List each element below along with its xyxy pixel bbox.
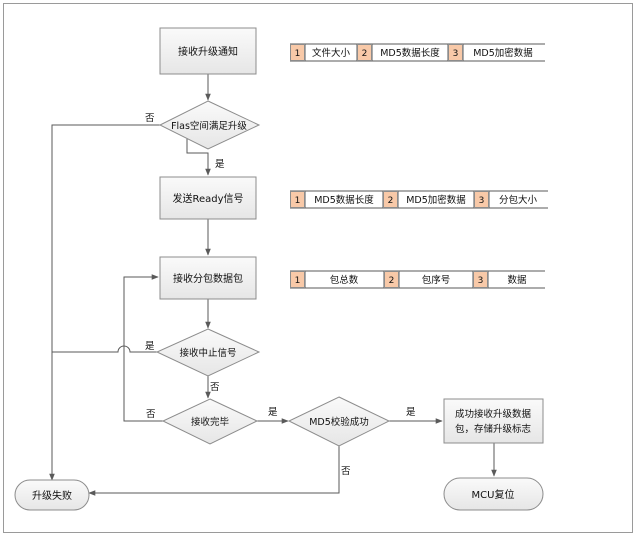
frame-packet-num-3: 3 [478, 276, 484, 286]
frame-packet-label-2: 包序号 [422, 274, 451, 286]
label-md5-yes: 是 [406, 407, 416, 418]
decision-md5-check[interactable]: MD5校验成功 [287, 396, 391, 447]
connectors [49, 74, 497, 496]
frame-packet-label-1: 包总数 [330, 274, 359, 286]
diagram-border [3, 3, 633, 533]
label-abort-no: 否 [210, 382, 220, 393]
frame-notice-num-2: 2 [362, 49, 368, 59]
frame-notice-num-1: 1 [295, 49, 301, 59]
frame-notice-num-3: 3 [453, 49, 459, 59]
edge-labels: 否 是 是 否 否 是 是 否 [145, 113, 416, 477]
frame-notice-field-2: 2 MD5数据长度 [357, 44, 440, 61]
edge-done-loop [123, 274, 163, 422]
label-done-yes: 是 [268, 407, 278, 418]
frame-packet-field-2: 2 包序号 [384, 271, 451, 288]
terminal-fail[interactable]: 升级失败 [14, 479, 90, 511]
edge-flash-ready [186, 138, 211, 176]
frame-notice-label-2: MD5数据长度 [380, 47, 440, 59]
label-abort-yes: 是 [145, 341, 155, 352]
frame-ready-label-3: 分包大小 [499, 194, 538, 206]
decision-flash-space[interactable]: Flas空间满足升级 [158, 100, 261, 150]
frame-notice-label-3: MD5加密数据 [473, 47, 533, 59]
frame-ready-field-1: 1 MD5数据长度 [290, 191, 374, 208]
decision-flash-space-label: Flas空间满足升级 [171, 120, 247, 132]
frame-packet-field-3: 3 数据 [473, 271, 527, 288]
decision-receive-done-label: 接收完毕 [191, 416, 230, 428]
frame-packet-label-3: 数据 [507, 274, 527, 286]
box-receive-notice[interactable]: 接收升级通知 [159, 27, 257, 75]
frame-packet-num-1: 1 [295, 276, 301, 286]
frame-packet: 1 包总数 2 包序号 3 数据 [290, 270, 545, 289]
frame-notice-field-3: 3 MD5加密数据 [448, 44, 533, 61]
frame-ready-label-2: MD5加密数据 [406, 194, 466, 206]
terminal-mcu-reset-label: MCU复位 [472, 488, 515, 501]
decision-abort-signal[interactable]: 接收中止信号 [155, 328, 261, 377]
box-send-ready[interactable]: 发送Ready信号 [159, 176, 257, 220]
box-success-line1: 成功接收升级数据 [455, 408, 532, 420]
frame-packet-field-1: 1 包总数 [290, 271, 359, 288]
frame-ready-num-2: 2 [388, 196, 394, 206]
frame-notice-field-1: 1 文件大小 [290, 44, 351, 61]
label-done-no: 否 [146, 409, 156, 420]
label-md5-no: 否 [341, 466, 351, 477]
box-success-line2: 包，存储升级标志 [455, 423, 531, 435]
frame-ready-num-3: 3 [479, 196, 485, 206]
edge-flash-fail [49, 124, 162, 481]
box-send-ready-label: 发送Ready信号 [172, 192, 243, 205]
frame-notice-label-1: 文件大小 [312, 47, 351, 59]
frame-ready-field-3: 3 分包大小 [474, 191, 538, 208]
terminal-mcu-reset[interactable]: MCU复位 [443, 477, 544, 511]
label-flash-yes: 是 [215, 159, 225, 170]
box-receive-packet[interactable]: 接收分包数据包 [159, 256, 257, 300]
frame-notice: 1 文件大小 2 MD5数据长度 3 MD5加密数据 [290, 43, 545, 62]
decision-abort-signal-label: 接收中止信号 [179, 347, 236, 359]
frame-ready-label-1: MD5数据长度 [314, 194, 374, 206]
decision-receive-done[interactable]: 接收完毕 [161, 398, 259, 445]
edge-md5-fail [88, 446, 340, 496]
box-receive-notice-label: 接收升级通知 [178, 45, 238, 58]
box-receive-packet-label: 接收分包数据包 [173, 272, 243, 285]
decision-md5-check-label: MD5校验成功 [309, 416, 369, 428]
label-flash-no: 否 [145, 113, 155, 124]
frame-packet-num-2: 2 [389, 276, 395, 286]
terminal-fail-label: 升级失败 [32, 489, 72, 502]
box-success[interactable]: 成功接收升级数据 包，存储升级标志 [443, 398, 544, 444]
frame-ready-num-1: 1 [295, 196, 301, 206]
frame-ready: 1 MD5数据长度 2 MD5加密数据 3 分包大小 [290, 190, 548, 209]
frame-ready-field-2: 2 MD5加密数据 [383, 191, 466, 208]
